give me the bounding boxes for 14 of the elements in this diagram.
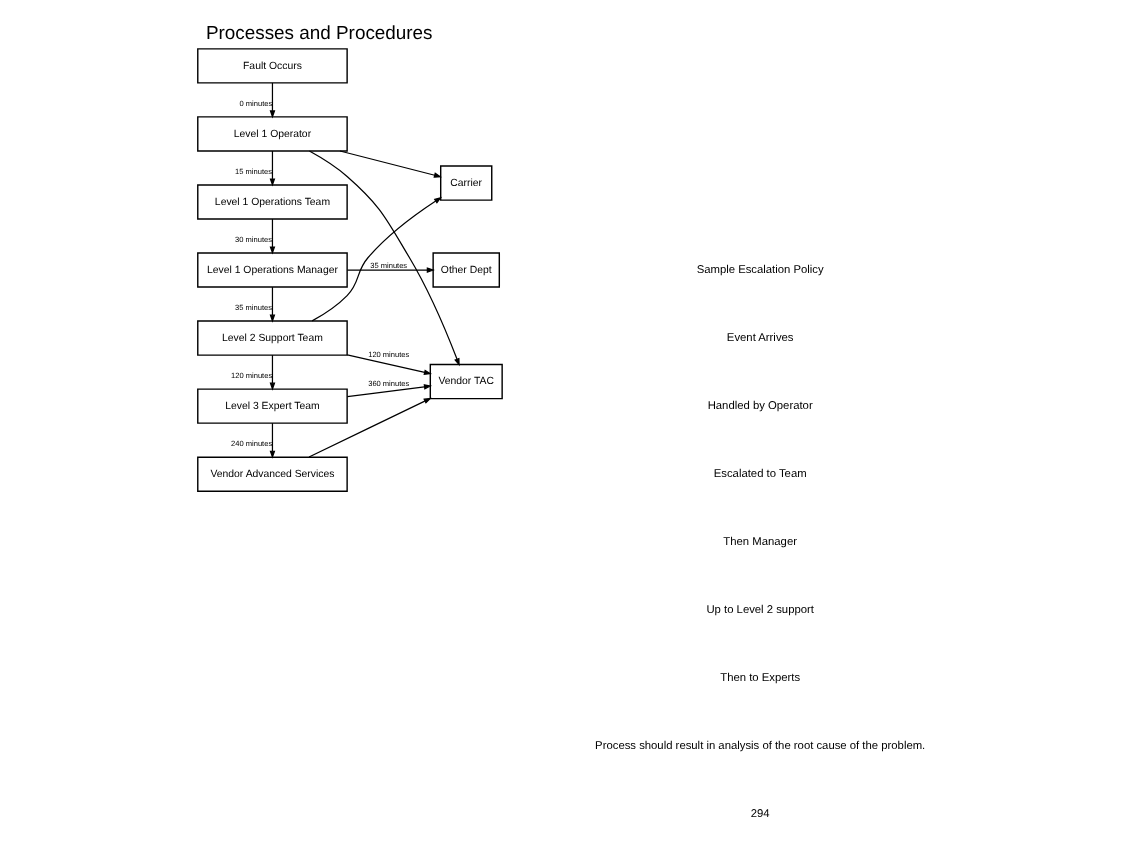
arrow: [269, 422, 276, 459]
arrow: [346, 354, 433, 376]
arrow: [308, 397, 432, 458]
arrow: [269, 82, 276, 119]
diagram-title: Processes and Procedures: [205, 23, 433, 46]
arrow: [269, 150, 276, 187]
arrow: [346, 384, 433, 398]
arrow: [269, 286, 276, 323]
arrow: [346, 267, 435, 273]
arrow: [269, 354, 276, 391]
arrow: [308, 150, 460, 367]
arrow: [311, 196, 443, 322]
arrow: [339, 150, 443, 178]
arrow: [269, 218, 276, 255]
